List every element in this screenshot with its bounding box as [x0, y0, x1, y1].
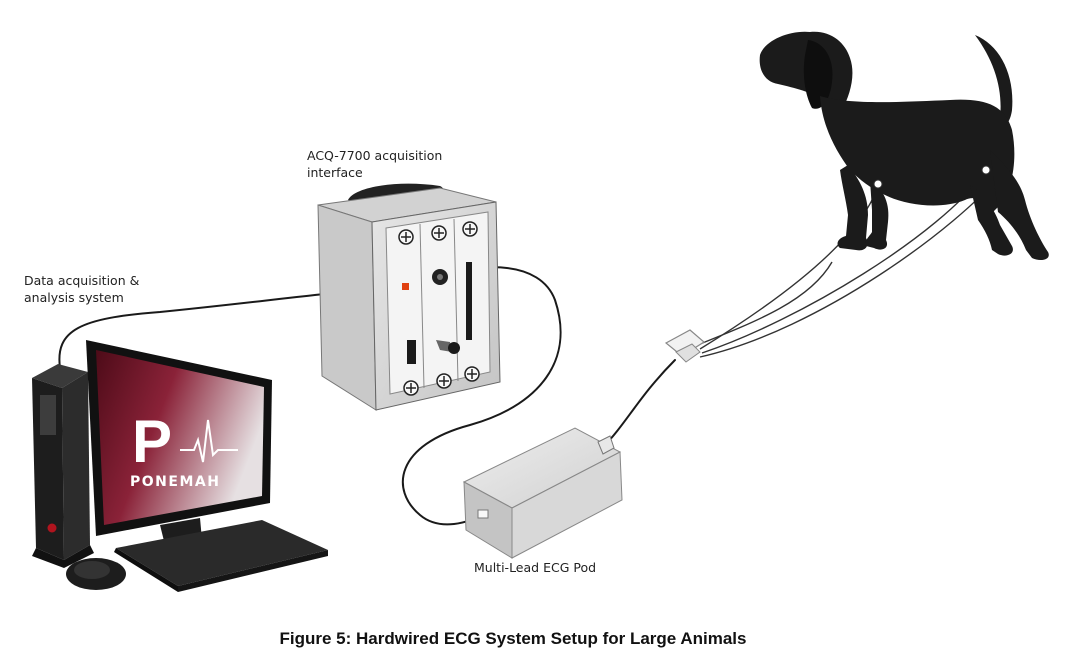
lead-wire-1 [694, 261, 833, 347]
cable-pod-to-splitter [603, 359, 676, 447]
acq-label-line2: interface [307, 165, 363, 180]
logo-letter: P [132, 408, 172, 475]
logo-text: PONEMAH [130, 474, 220, 490]
acq-label: ACQ-7700 acquisition interface [307, 148, 442, 180]
lead-wire-2 [699, 185, 879, 350]
status-led-icon [402, 283, 409, 290]
acquisition-box-icon [317, 183, 501, 411]
power-button-icon [47, 523, 57, 533]
acq-label-line1: ACQ-7700 acquisition [307, 148, 442, 163]
lead-splitter-icon [664, 329, 706, 363]
mouse-icon [66, 558, 126, 590]
das-label-line2: analysis system [24, 290, 124, 305]
computer-tower-icon [32, 364, 94, 568]
cable-acq-to-pod [401, 266, 562, 526]
das-label: Data acquisition & analysis system [24, 273, 140, 305]
keyboard-icon [114, 520, 328, 592]
dog-silhouette-icon [759, 31, 1049, 260]
das-label-line1: Data acquisition & [24, 273, 140, 288]
pod-label: Multi-Lead ECG Pod [474, 560, 596, 575]
screw-icons-top [398, 221, 478, 245]
ecg-trace-icon [180, 419, 238, 463]
ecg-pod-icon [462, 427, 623, 559]
screen-logo: P PONEMAH [130, 408, 238, 490]
figure-caption: Figure 5: Hardwired ECG System Setup for… [280, 629, 747, 648]
